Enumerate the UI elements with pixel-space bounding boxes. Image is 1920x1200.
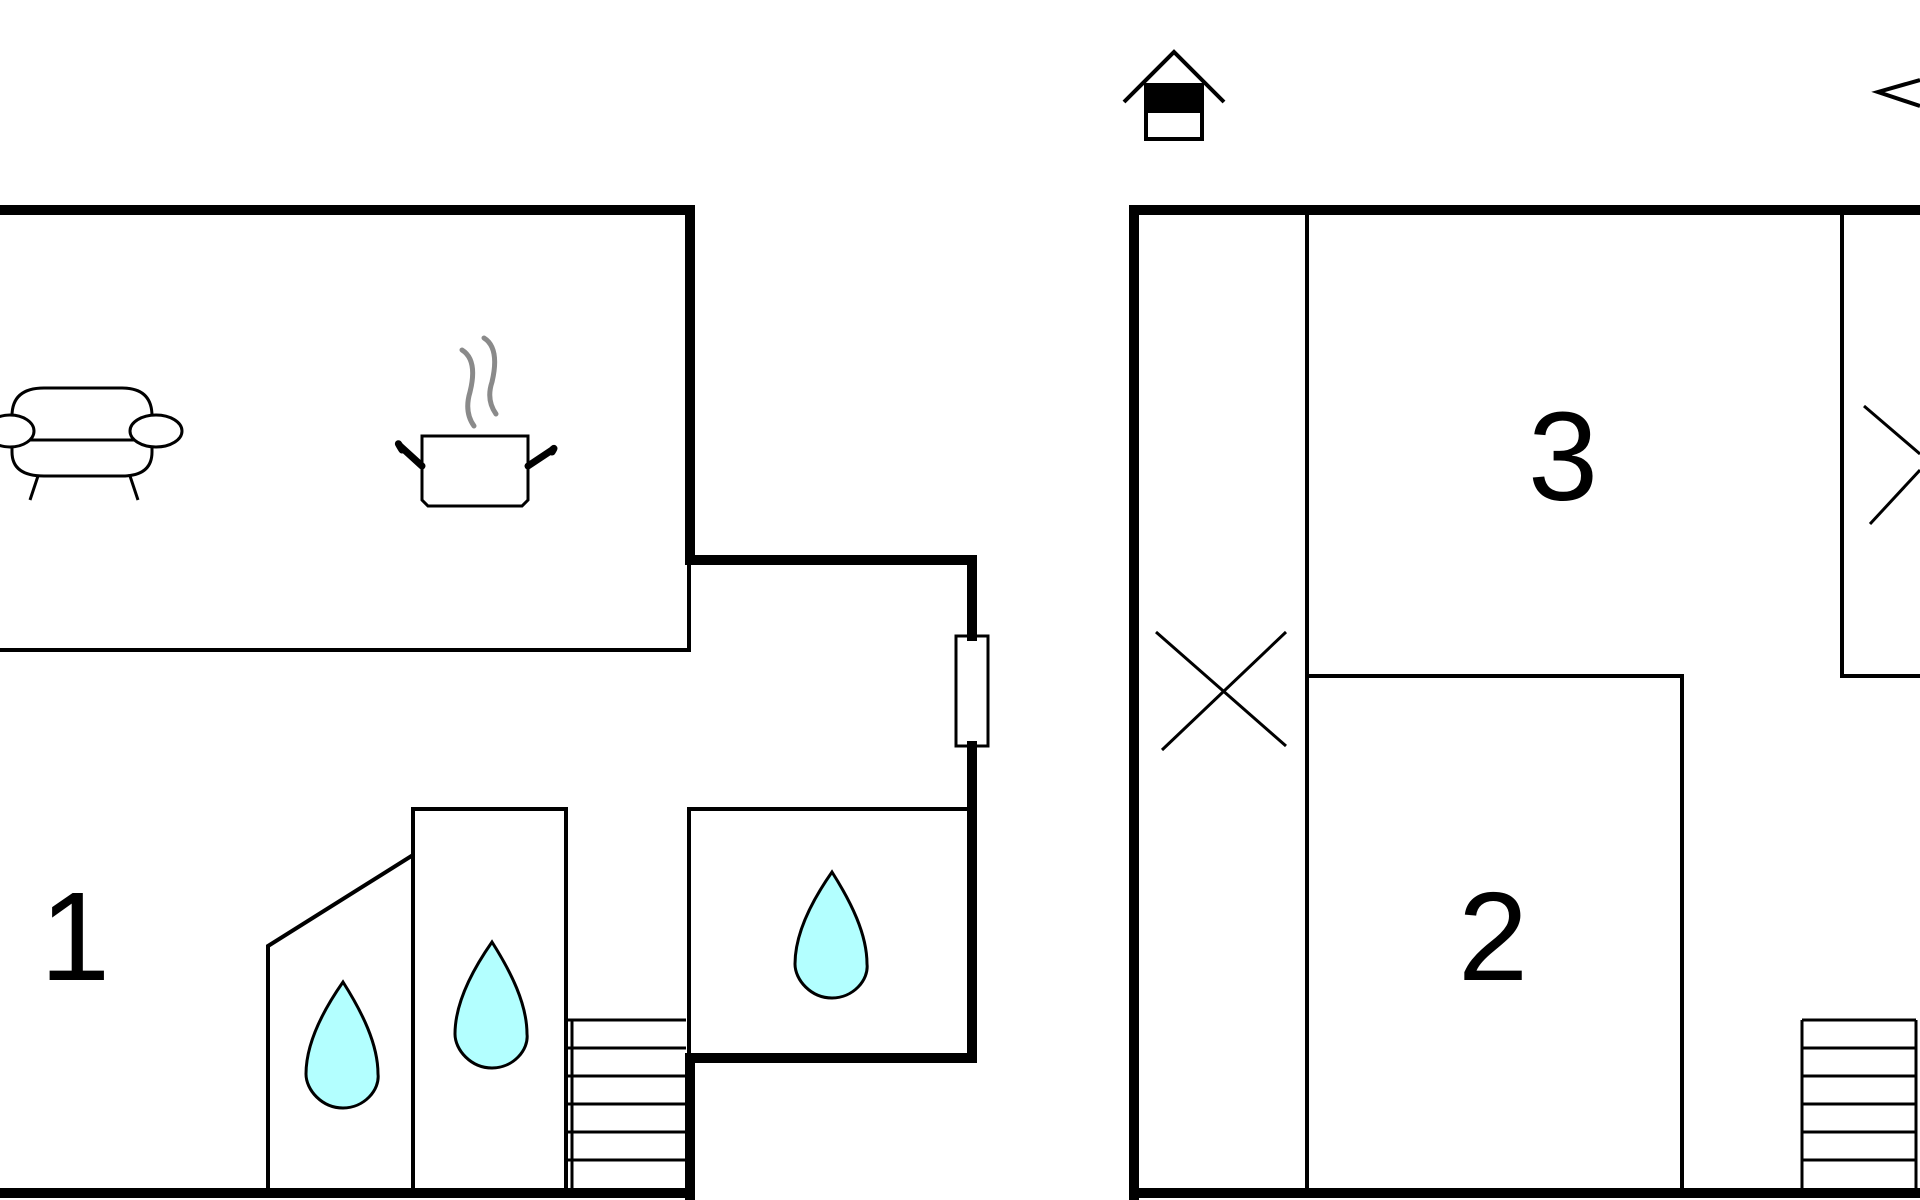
left-building: 1 [0, 205, 990, 1200]
water-drop-icon [304, 979, 380, 1110]
bath-cubicle-left [266, 851, 415, 1193]
north-arrow-icon [1871, 78, 1920, 108]
room-number-1: 1 [40, 866, 110, 1007]
water-drop-icon [793, 869, 869, 1000]
house-entrance-icon [1122, 49, 1226, 141]
sofa-icon [0, 386, 184, 501]
stairs-icon [566, 1018, 686, 1193]
water-drop-icon [453, 939, 529, 1070]
wall-room-right [1840, 214, 1920, 678]
bed-cross-icon [1155, 630, 1288, 752]
bath-right-walls [687, 807, 970, 1058]
heater-icon [954, 634, 990, 748]
stairs-icon [1800, 1018, 1918, 1193]
room-number-2: 2 [1458, 866, 1528, 1007]
cooking-pot-icon [394, 335, 558, 508]
room-number-3: 3 [1528, 386, 1598, 527]
bed-cross-icon [1863, 404, 1920, 526]
wall-room-2 [1307, 674, 1684, 1193]
wall-living-bottom [0, 560, 691, 652]
bath-cubicle-middle [411, 807, 568, 1193]
right-building: 3 2 [1129, 205, 1920, 1200]
